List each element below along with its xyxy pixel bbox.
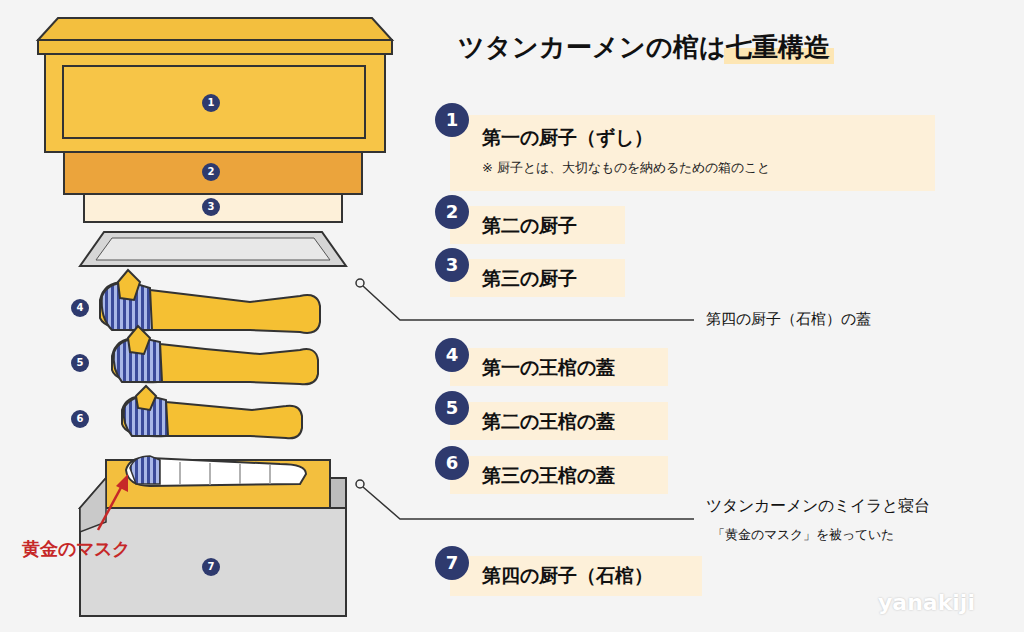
callout-number: 3 [435,248,469,282]
shrine-roof [38,18,392,40]
callout-number: 7 [435,546,469,580]
box-heading: 第一の厨子（ずし） [482,125,923,151]
coffin-lids [100,270,320,438]
callout-number: 4 [435,338,469,372]
callout-number: 7 [202,558,220,576]
mask-arrow [98,482,124,530]
label-box: 第一の王棺の蓋 [450,348,668,386]
box-heading: 第三の厨子 [482,266,613,292]
label-box: 第二の厨子 [450,206,625,244]
callout-number: 3 [202,198,220,216]
label-box: 第二の王棺の蓋 [450,402,668,440]
label-box: 第三の厨子 [450,259,625,297]
label-box: 第一の厨子（ずし） ※ 厨子とは、大切なものを納めるための箱のこと [450,115,935,191]
callout-number: 1 [435,103,469,137]
callout-number: 6 [435,446,469,480]
box-heading: 第三の王棺の蓋 [482,463,656,489]
callout-number: 4 [71,299,89,317]
annotation: 「黄金のマスク」を被っていた [712,526,894,544]
annotation: 黄金のマスク [22,537,130,561]
second-shrine [64,152,362,194]
callout-number: 1 [202,94,220,112]
third-shrine [84,194,342,222]
box-heading: 第四の厨子（石棺） [482,563,690,589]
title: ツタンカーメンの棺は七重構造 [458,30,830,65]
label-box: 第三の王棺の蓋 [450,456,668,494]
callout-number: 5 [71,354,89,372]
callout-number: 6 [71,410,89,428]
annotation: ツタンカーメンのミイラと寝台 [706,496,930,517]
callout-number: 5 [435,391,469,425]
first-shrine [45,54,385,152]
label-box: 第四の厨子（石棺） [450,556,702,596]
box-heading: 第二の王棺の蓋 [482,409,656,435]
box-heading: 第二の厨子 [482,213,613,239]
watermark: yanakiji [878,590,975,615]
box-note: ※ 厨子とは、大切なものを納めるための箱のこと [482,159,923,177]
annotation: 第四の厨子（石棺）の蓋 [706,310,871,329]
callout-number: 2 [202,163,220,181]
box-heading: 第一の王棺の蓋 [482,355,656,381]
stone-lid [80,232,346,266]
stone-sarcophagus [80,508,346,616]
callout-number: 2 [435,195,469,229]
